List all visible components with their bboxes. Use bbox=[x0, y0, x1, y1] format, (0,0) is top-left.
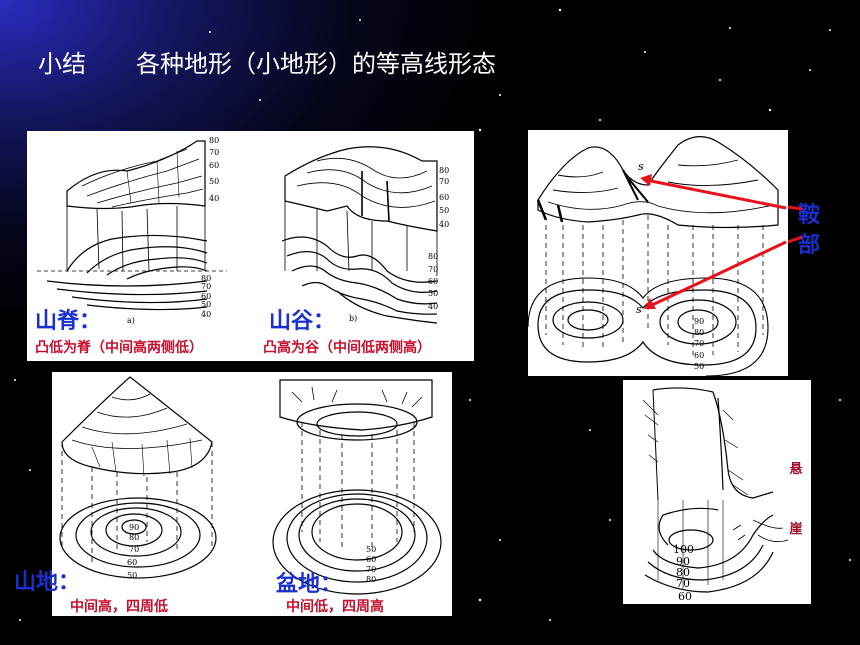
valley-bottom-tick: 60 bbox=[428, 277, 438, 286]
valley-top-tick: 40 bbox=[439, 220, 449, 229]
basin-tick: 70 bbox=[366, 565, 376, 574]
saddle-s-mark-top: s bbox=[638, 160, 644, 173]
saddle-diagram: 90 80 70 60 50 s s bbox=[528, 136, 787, 376]
ridge-top-tick: 60 bbox=[209, 161, 219, 170]
saddle-label: 鞍 部 bbox=[796, 200, 822, 260]
mountain-desc: 中间高，四周低 bbox=[70, 599, 168, 615]
saddle-panel: 90 80 70 60 50 s s bbox=[528, 130, 788, 376]
ridge-bottom-tick: 60 bbox=[201, 292, 211, 301]
valley-block-drawing bbox=[281, 146, 438, 324]
ridge-bottom-tick: 40 bbox=[201, 310, 211, 319]
cliff-ticks: 100 90 80 70 60 bbox=[673, 543, 694, 603]
valley-fig-letter: b) bbox=[349, 314, 357, 323]
ridge-fig-letter: a) bbox=[127, 316, 135, 325]
title-prefix: 小结 bbox=[38, 50, 86, 78]
valley-bottom-tick: 80 bbox=[428, 252, 438, 261]
page-title: 小结 各种地形（小地形）的等高线形态 bbox=[38, 44, 496, 79]
ridge-top-tick: 80 bbox=[209, 136, 219, 145]
saddle-label-char: 鞍 bbox=[797, 202, 820, 228]
valley-bottom-tick: 40 bbox=[428, 302, 438, 311]
ridge-bottom-tick: 80 bbox=[201, 274, 211, 283]
ridge-desc: 凸低为脊（中间高两侧低） bbox=[35, 340, 203, 356]
mountain-basin-diagram: 90 80 70 60 50 50 60 70 80 bbox=[59, 376, 442, 595]
ridge-block-drawing bbox=[37, 140, 227, 311]
cliff-tick: 90 bbox=[676, 555, 690, 568]
basin-tick: 60 bbox=[366, 555, 376, 564]
title-main: 各种地形（小地形）的等高线形态 bbox=[136, 50, 496, 78]
ridge-valley-panel: 80 70 60 50 40 80 70 60 50 40 a) bbox=[27, 131, 474, 361]
cliff-label-bottom: 崖 bbox=[789, 522, 803, 537]
valley-bottom-tick: 50 bbox=[428, 289, 438, 298]
basin-tick: 50 bbox=[366, 545, 376, 554]
saddle-ticks: 90 80 70 60 50 s s bbox=[636, 160, 704, 371]
cliff-drawing bbox=[642, 387, 789, 593]
ridge-top-tick: 40 bbox=[209, 194, 219, 203]
cliff-panel: 100 90 80 70 60 悬 崖 bbox=[623, 380, 811, 604]
mountain-basin-panel: 90 80 70 60 50 50 60 70 80 中间高，四周低 盆地： 中… bbox=[52, 372, 452, 616]
mountain-ticks: 90 80 70 60 50 bbox=[127, 523, 139, 580]
saddle-s-mark-bottom: s bbox=[636, 303, 642, 316]
cliff-label-top: 悬 bbox=[789, 462, 803, 477]
mountain-tick: 80 bbox=[129, 533, 139, 542]
valley-top-tick: 50 bbox=[439, 206, 449, 215]
valley-label: 山谷： bbox=[269, 308, 336, 334]
mountain-tick: 50 bbox=[127, 571, 137, 580]
basin-label: 盆地： bbox=[276, 571, 343, 597]
saddle-tick: 50 bbox=[694, 362, 704, 371]
ridge-bottom-ticks: 80 70 60 50 40 bbox=[201, 274, 211, 319]
ridge-valley-diagram: 80 70 60 50 40 80 70 60 50 40 a) bbox=[37, 136, 449, 325]
mountain-label: 山地： bbox=[14, 569, 81, 595]
mountain-tick: 90 bbox=[129, 523, 139, 532]
mountain-drawing bbox=[59, 376, 217, 579]
mountain-tick: 70 bbox=[129, 545, 139, 554]
valley-bottom-tick: 70 bbox=[428, 265, 438, 274]
saddle-tick: 60 bbox=[694, 351, 704, 360]
valley-desc: 凸高为谷（中间低两侧高） bbox=[263, 340, 431, 356]
saddle-tick: 70 bbox=[694, 339, 704, 348]
ridge-bottom-tick: 50 bbox=[201, 300, 211, 309]
saddle-tick: 90 bbox=[694, 317, 704, 326]
valley-top-tick: 60 bbox=[439, 193, 449, 202]
basin-desc: 中间低，四周高 bbox=[286, 599, 384, 615]
valley-top-tick: 70 bbox=[439, 177, 449, 186]
cliff-tick: 100 bbox=[673, 543, 694, 556]
saddle-label-char: 部 bbox=[797, 232, 820, 258]
basin-ticks: 50 60 70 80 bbox=[366, 545, 376, 584]
ridge-top-tick: 70 bbox=[209, 148, 219, 157]
cliff-tick: 70 bbox=[676, 577, 690, 590]
saddle-arrow-bottom bbox=[649, 240, 787, 308]
mountain-tick: 60 bbox=[127, 558, 137, 567]
valley-top-tick: 80 bbox=[439, 166, 449, 175]
valley-bottom-ticks: 80 70 60 50 40 bbox=[428, 252, 438, 311]
cliff-tick: 60 bbox=[678, 590, 692, 603]
cliff-diagram: 100 90 80 70 60 bbox=[642, 387, 789, 603]
basin-drawing bbox=[272, 379, 442, 595]
ridge-bottom-tick: 70 bbox=[201, 282, 211, 291]
ridge-label: 山脊： bbox=[35, 308, 102, 334]
ridge-top-tick: 50 bbox=[209, 177, 219, 186]
cliff-tick: 80 bbox=[676, 566, 690, 579]
basin-tick: 80 bbox=[366, 575, 376, 584]
ridge-top-ticks: 80 70 60 50 40 bbox=[209, 136, 219, 203]
valley-top-ticks: 80 70 60 50 40 bbox=[439, 166, 449, 229]
saddle-arrow-top bbox=[645, 178, 787, 210]
saddle-arrow-stub bbox=[788, 205, 802, 244]
saddle-tick: 80 bbox=[694, 328, 704, 337]
